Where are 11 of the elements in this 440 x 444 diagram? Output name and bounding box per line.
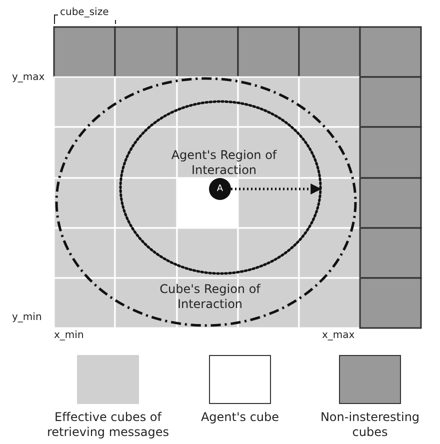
axis-label: y_min — [12, 312, 42, 323]
legend-label: Effective cubes of retrieving messages — [46, 410, 170, 440]
arrow — [231, 184, 322, 194]
axis-label: y_max — [12, 72, 45, 83]
legend-label: Non-insteresting cubes — [319, 410, 421, 440]
legend-label: Agent's cube — [200, 410, 280, 425]
region-label: Agent's Region of Interaction — [170, 148, 278, 178]
axis-label: cube_size — [60, 7, 109, 18]
axis-label: x_min — [54, 330, 84, 341]
region-label: Cube's Region of Interaction — [158, 282, 262, 312]
axis-label: x_max — [322, 330, 355, 341]
